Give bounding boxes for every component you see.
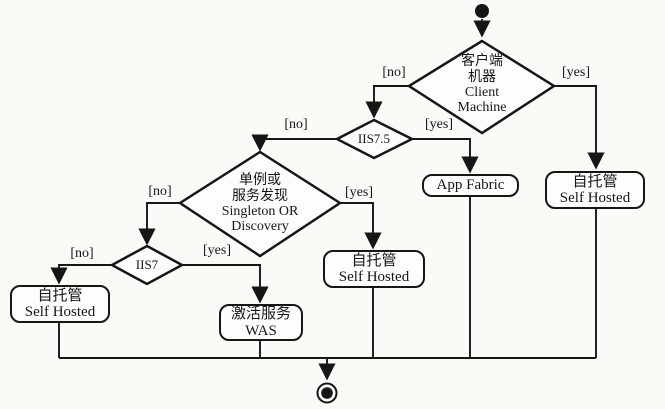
start-node [475,4,489,18]
client-machine-decision [406,39,557,135]
singleton-discovery-decision [177,150,343,258]
edge-iis7-no [50,264,112,285]
guard-iis75-yes: [yes] [425,117,453,132]
self-hosted-line: 自托管 [351,252,397,269]
guard-client-no: [no] [382,65,406,80]
guard-iis7-no: [no] [70,246,94,261]
guard-iis7-yes: [yes] [203,243,231,258]
end-node [316,382,338,404]
self-hosted-line: 自托管 [572,173,618,190]
guard-client-yes: [yes] [562,65,590,80]
guard-iis75-no: [no] [284,117,308,132]
self-hosted-right-node: 自托管 Self Hosted [545,171,645,209]
iis7-decision [109,244,185,286]
self-hosted-mid-node: 自托管 Self Hosted [323,250,425,288]
was-line: WAS [245,322,277,339]
edges [50,19,605,381]
edge-iis7-yes [182,264,269,304]
end-node-core [321,387,333,399]
edge-client-no [365,85,409,119]
edge-singleton-no [138,202,180,246]
was-node: 激活服务 WAS [219,304,303,341]
edge-singleton-yes [340,202,382,250]
self-hosted-left-node: 自托管 Self Hosted [10,285,110,323]
guard-singleton-no: [no] [148,184,172,199]
app-fabric-line: App Fabric [436,177,505,194]
self-hosted-line: Self Hosted [559,190,631,206]
guard-singleton-yes: [yes] [345,185,373,200]
edge-client-yes [554,85,605,170]
iis75-decision [334,118,415,160]
was-line: 激活服务 [230,306,291,323]
edge-iis75-yes [412,138,479,174]
app-fabric-node: App Fabric [422,174,519,197]
self-hosted-line: Self Hosted [24,304,96,320]
self-hosted-line: Self Hosted [338,269,410,285]
edge-iis75-no [251,134,337,152]
self-hosted-line: 自托管 [37,287,83,304]
